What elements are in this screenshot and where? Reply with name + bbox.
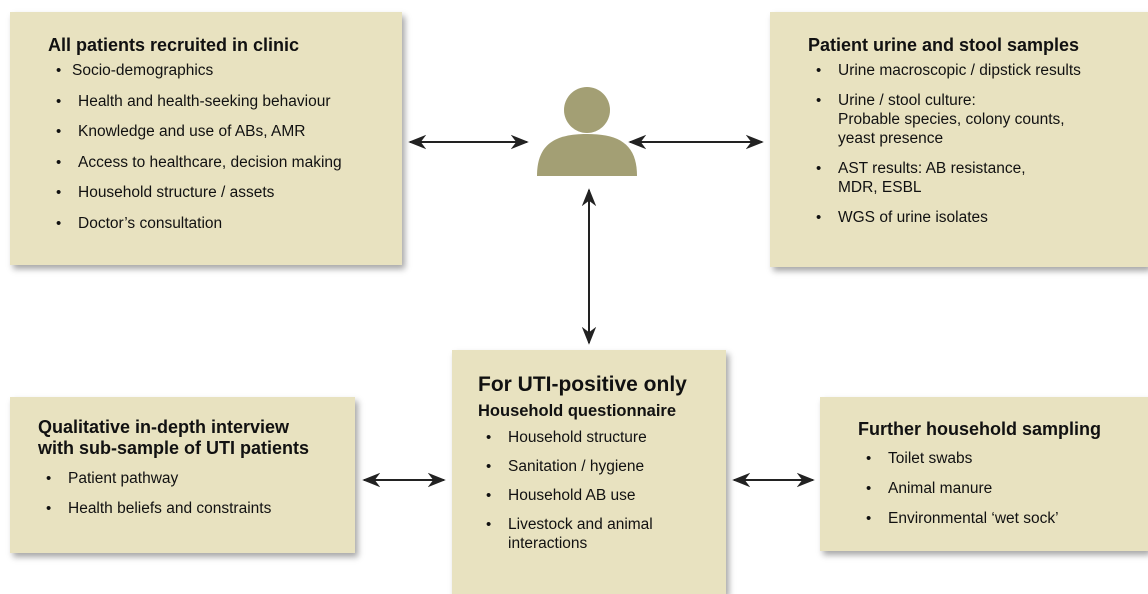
list-item: Health and health-seeking behaviour (48, 92, 402, 111)
list-item: Livestock and animal interactions (478, 515, 726, 553)
list-item: Animal manure (858, 479, 1148, 498)
list-item: Access to healthcare, decision making (48, 153, 402, 172)
list-item: Health beliefs and constraints (38, 499, 355, 518)
clinic-box-list: Socio-demographics Health and health-see… (48, 61, 402, 233)
list-item: Environmental ‘wet sock’ (858, 509, 1148, 528)
samples-box-title: Patient urine and stool samples (808, 35, 1080, 55)
list-item-line: interactions (508, 535, 588, 552)
title-line: Qualitative in-depth interview (38, 417, 290, 437)
list-item-line: Urine / stool culture: (838, 92, 976, 109)
clinic-box-title: All patients recruited in clinic (48, 35, 300, 55)
uti-box-title: For UTI-positive only (478, 373, 687, 396)
qualitative-box-title: Qualitative in-depth interview with sub-… (38, 417, 355, 459)
person-icon (537, 87, 637, 176)
list-item: Urine / stool culture: Probable species,… (808, 91, 1148, 148)
list-item: Toilet swabs (858, 449, 1148, 468)
uti-positive-box: For UTI-positive only Household question… (452, 350, 726, 594)
list-item: AST results: AB resistance, MDR, ESBL (808, 159, 1148, 197)
uti-box-subtitle: Household questionnaire (478, 402, 677, 420)
list-item: Socio-demographics (48, 61, 402, 80)
samples-box-list: Urine macroscopic / dipstick results Uri… (808, 61, 1148, 227)
uti-box-list: Household structure Sanitation / hygiene… (478, 428, 726, 553)
clinic-recruitment-box: All patients recruited in clinic Socio-d… (10, 12, 402, 265)
list-item: Knowledge and use of ABs, AMR (48, 122, 402, 141)
further-box-list: Toilet swabs Animal manure Environmental… (858, 449, 1148, 528)
list-item: Household structure (478, 428, 726, 447)
title-line: with sub-sample of UTI patients (38, 438, 310, 458)
list-item: WGS of urine isolates (808, 208, 1148, 227)
qualitative-interview-box: Qualitative in-depth interview with sub-… (10, 397, 355, 553)
samples-box: Patient urine and stool samples Urine ma… (770, 12, 1148, 267)
list-item: Patient pathway (38, 469, 355, 488)
list-item-line: yeast presence (838, 130, 944, 147)
list-item-line: AST results: AB resistance, (838, 160, 1026, 177)
further-box-title: Further household sampling (858, 419, 1102, 439)
list-item-line: MDR, ESBL (838, 179, 922, 196)
list-item: Household AB use (478, 486, 726, 505)
further-sampling-box: Further household sampling Toilet swabs … (820, 397, 1148, 551)
list-item-line: Livestock and animal (508, 516, 653, 533)
list-item-line: Probable species, colony counts, (838, 111, 1065, 128)
qualitative-box-list: Patient pathway Health beliefs and const… (38, 469, 355, 518)
list-item: Urine macroscopic / dipstick results (808, 61, 1148, 80)
list-item: Sanitation / hygiene (478, 457, 726, 476)
list-item: Household structure / assets (48, 183, 402, 202)
list-item: Doctor’s consultation (48, 214, 402, 233)
